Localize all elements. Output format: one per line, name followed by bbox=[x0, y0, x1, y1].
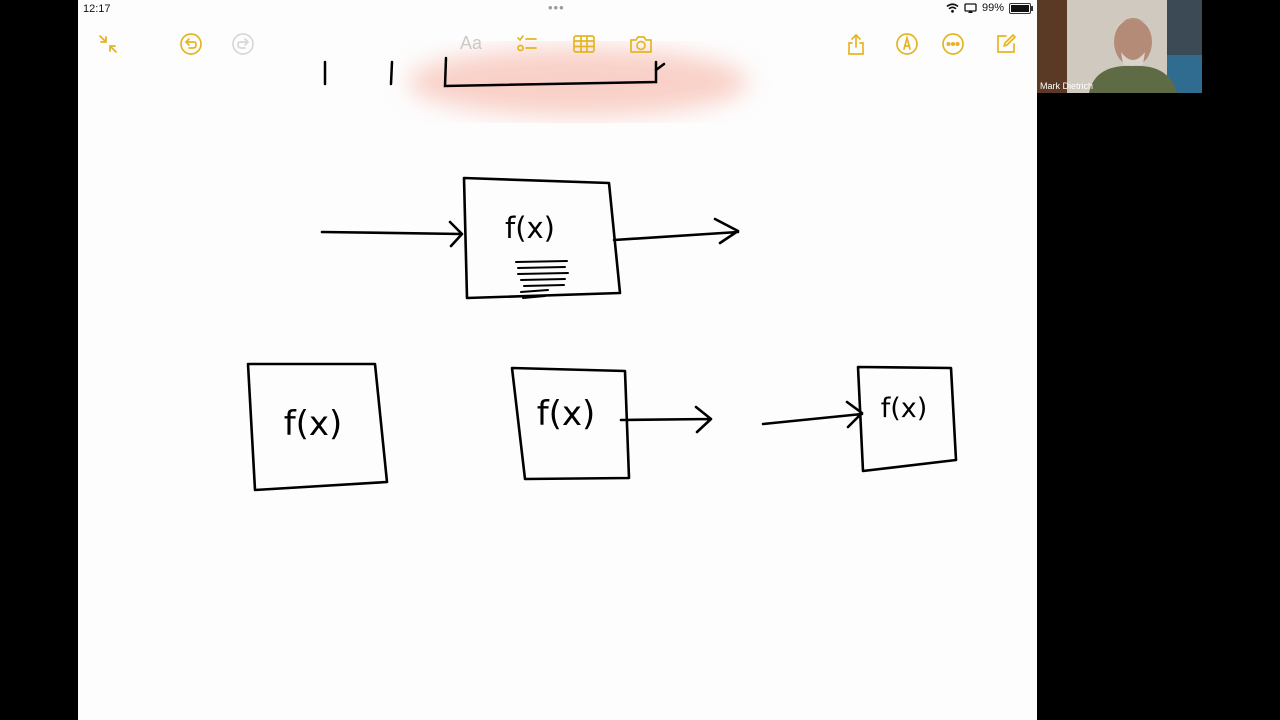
battery-icon bbox=[1009, 2, 1033, 14]
bottom-box-2 bbox=[510, 366, 631, 481]
wifi-icon bbox=[946, 3, 959, 13]
undo-button[interactable] bbox=[177, 30, 205, 58]
camera-button[interactable] bbox=[627, 30, 655, 58]
bottom-box-1-label: f(x) bbox=[284, 404, 343, 444]
bottom-box-3-label: f(x) bbox=[881, 393, 928, 424]
top-function-group bbox=[320, 176, 740, 300]
share-icon bbox=[848, 33, 864, 55]
bottom-function-boxes bbox=[246, 362, 958, 492]
notes-toolbar: Aa bbox=[78, 22, 1037, 64]
collapse-icon bbox=[99, 35, 117, 53]
collapse-button[interactable] bbox=[94, 30, 122, 58]
screen-mirror-icon bbox=[964, 2, 977, 13]
participant-video bbox=[1037, 0, 1202, 93]
status-right-group: 99% bbox=[946, 2, 1033, 14]
markup-button[interactable] bbox=[893, 30, 921, 58]
redo-button[interactable] bbox=[229, 30, 257, 58]
scribble-lines bbox=[515, 260, 569, 299]
partial-sketch-top bbox=[323, 56, 666, 88]
table-icon bbox=[573, 35, 595, 53]
table-button[interactable] bbox=[570, 30, 598, 58]
participant-video-tile[interactable]: Mark Dietrich bbox=[1037, 0, 1202, 93]
text-format-button[interactable]: Aa bbox=[460, 33, 483, 53]
participant-name: Mark Dietrich bbox=[1040, 81, 1094, 91]
bottom-box-2-output-arrow bbox=[619, 405, 713, 434]
notes-canvas[interactable]: f(x) f(x) f(x) f(x) bbox=[78, 0, 1037, 720]
multitasking-dots-icon[interactable]: ••• bbox=[548, 0, 565, 15]
output-arrow bbox=[612, 217, 740, 245]
top-function-box bbox=[462, 176, 622, 300]
compose-icon bbox=[997, 34, 1016, 53]
bottom-box-1 bbox=[246, 362, 389, 492]
more-button[interactable] bbox=[939, 30, 967, 58]
share-button[interactable] bbox=[842, 30, 870, 58]
status-bar: 12:17 ••• 99% bbox=[78, 0, 1037, 20]
checklist-icon bbox=[517, 35, 537, 52]
camera-icon bbox=[630, 36, 652, 53]
bottom-box-2-label: f(x) bbox=[537, 394, 596, 434]
input-arrow bbox=[320, 220, 464, 248]
bottom-box-3 bbox=[856, 365, 958, 473]
battery-percent: 99% bbox=[981, 2, 1004, 14]
ipad-screen: f(x) f(x) f(x) f(x) 12:17 ••• 99% bbox=[78, 0, 1037, 720]
markup-icon bbox=[896, 33, 918, 55]
bottom-box-3-input-arrow bbox=[761, 400, 864, 429]
compose-button[interactable] bbox=[992, 30, 1020, 58]
checklist-button[interactable] bbox=[513, 30, 541, 58]
redo-icon bbox=[232, 33, 254, 55]
undo-icon bbox=[180, 33, 202, 55]
status-time: 12:17 bbox=[83, 3, 111, 15]
top-box-label: f(x) bbox=[505, 211, 555, 245]
more-icon bbox=[942, 33, 964, 55]
